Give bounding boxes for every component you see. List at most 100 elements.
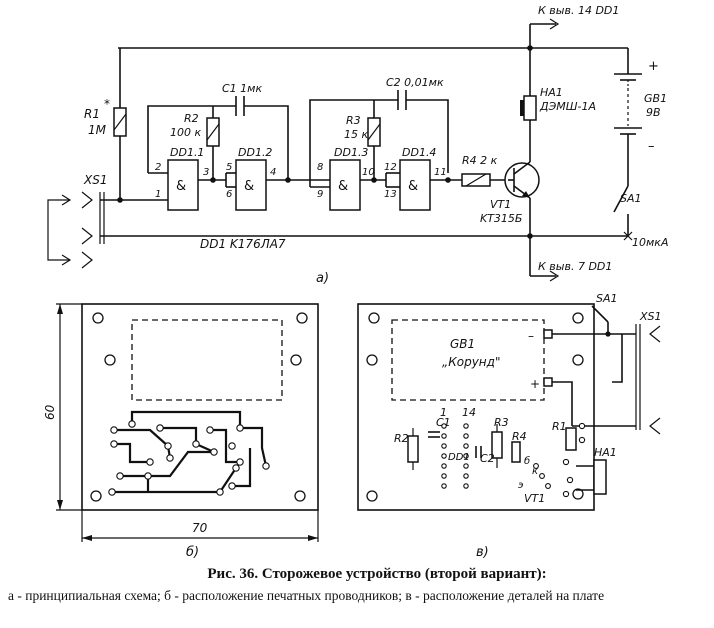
gate-dd1-2-name: DD1.2 <box>238 146 272 159</box>
pad <box>562 458 570 466</box>
schematic-sublabel: а) <box>316 271 329 286</box>
r3-mark <box>367 123 381 141</box>
gate-dd1-3-pin-a: 8 <box>317 162 323 173</box>
battery-minus-terminal <box>543 329 553 339</box>
gate-dd1-3-pin-out: 10 <box>362 167 375 178</box>
battery-type: „Корунд" <box>442 355 500 369</box>
mount-hole <box>296 312 308 324</box>
mount-hole <box>366 354 378 366</box>
sa1-label-c: SA1 <box>596 292 618 305</box>
r1-label-c: R1 <box>552 420 567 433</box>
vt1-emitter-arrow <box>522 191 530 198</box>
gate-dd1-1-name: DD1.1 <box>170 146 204 159</box>
c2-loop <box>309 99 449 187</box>
switch-sa1-c <box>591 305 609 323</box>
ha1-name: HA1 <box>540 86 563 99</box>
plug-arrow <box>61 254 72 266</box>
gate-dd1-2-pin-out: 4 <box>270 167 276 178</box>
battery-plus: + <box>530 377 540 391</box>
r2-label-c: R2 <box>394 432 409 445</box>
gate-dd1-2-pin-b: 6 <box>226 189 232 200</box>
dim-width-label: 70 <box>192 521 208 535</box>
gate-dd1-1 <box>167 159 199 211</box>
ha1-type: ДЭМШ-1А <box>539 100 596 113</box>
board-c-sublabel: в) <box>476 545 489 560</box>
battery-plus-terminal <box>543 377 553 387</box>
junction-dot <box>371 177 377 183</box>
xs1-plug-contact <box>81 251 93 269</box>
mount-hole <box>92 312 104 324</box>
gate-dd1-4-pin-b: 13 <box>384 189 397 200</box>
r1-name: R1 <box>84 107 100 121</box>
dd1-footprint <box>441 423 469 489</box>
board-traces: 60 70 б) <box>43 303 319 560</box>
vt1-type: KT315Б <box>480 212 522 225</box>
plug-bracket <box>47 199 70 261</box>
r4-mark <box>465 173 487 187</box>
mount-hole <box>294 490 306 502</box>
plus-wire <box>552 381 573 426</box>
vt1-collector-label: к <box>532 466 538 477</box>
test-point-mark <box>623 231 633 241</box>
pad <box>562 490 570 498</box>
gb1-name: GB1 <box>644 92 667 105</box>
vt1-label-c: VT1 <box>524 492 545 505</box>
current-label: 10мкА <box>632 236 668 249</box>
vt1-name: VT1 <box>490 198 511 211</box>
xs1-upper-contact <box>81 191 93 209</box>
r2-value: 100 к <box>170 126 201 139</box>
c2-label: C2 0,01мк <box>386 76 444 89</box>
c1-label-c: C1 <box>436 416 451 429</box>
dim-height-label: 60 <box>43 404 57 420</box>
bottom-output-label: К выв. 7 DD1 <box>538 260 612 273</box>
r4-label: R4 2 к <box>462 154 498 167</box>
junction-dot <box>445 177 451 183</box>
mount-hole <box>104 354 116 366</box>
resistor-r2-c <box>407 435 419 463</box>
bottom-output-arrow <box>549 270 560 282</box>
dim-arrow <box>82 535 92 541</box>
dim-arrow <box>57 304 63 314</box>
battery-outline <box>391 319 545 401</box>
caption-text: а - принципиальная схема; б - расположен… <box>8 588 605 603</box>
buzzer-ha1 <box>523 95 537 121</box>
buzzer-ha1-c <box>593 459 607 495</box>
dd1-pin14-label: 14 <box>462 406 476 419</box>
ha1-label-c: HA1 <box>594 446 617 459</box>
r3-name: R3 <box>346 114 361 127</box>
mount-hole <box>90 490 102 502</box>
xs1-contact <box>649 417 661 435</box>
battery-name: GB1 <box>450 337 475 351</box>
gate-dd1-1-pin-out: 3 <box>203 167 209 178</box>
gate-dd1-4-symbol: & <box>408 179 418 194</box>
figure: R1 * 1М XS1 C1 1мк R2 100 к & DD1.1 2 1 <box>43 4 668 560</box>
mount-hole <box>572 354 584 366</box>
top-output-label: К выв. 14 DD1 <box>538 4 619 17</box>
gate-dd1-3-pin-b: 9 <box>317 189 323 200</box>
mount-hole <box>572 312 584 324</box>
vt1-emitter-label: э <box>518 480 524 491</box>
c2-gap-mask <box>398 92 406 108</box>
switch-sa1 <box>613 185 629 213</box>
r3-label-c: R3 <box>494 416 509 429</box>
xs1-lower-contact <box>81 227 93 245</box>
gate-dd1-3-symbol: & <box>338 179 348 194</box>
gb1-plus: + <box>648 59 659 74</box>
board-b-outline <box>81 303 319 511</box>
battery-minus: – <box>528 329 534 343</box>
solder-pads <box>108 420 270 496</box>
board-b-sublabel: б) <box>186 545 199 560</box>
gate-dd1-2-pin-a: 5 <box>226 162 232 173</box>
c1-label: C1 1мк <box>222 82 262 95</box>
gate-dd1-1-symbol: & <box>176 179 186 194</box>
schematic: R1 * 1М XS1 C1 1мк R2 100 к & DD1.1 2 1 <box>47 4 668 286</box>
vt1-base-label: б <box>524 455 530 467</box>
r1-mark <box>113 113 127 131</box>
vt1-pad <box>533 463 539 469</box>
plug-arrow <box>61 194 72 206</box>
dim-arrow <box>57 500 63 510</box>
c1-loop <box>147 105 289 180</box>
gate-dd1-4-pin-a: 12 <box>384 162 397 173</box>
gate-dd1-1-pin-a: 2 <box>155 162 161 173</box>
sa1-label: SA1 <box>620 192 642 205</box>
